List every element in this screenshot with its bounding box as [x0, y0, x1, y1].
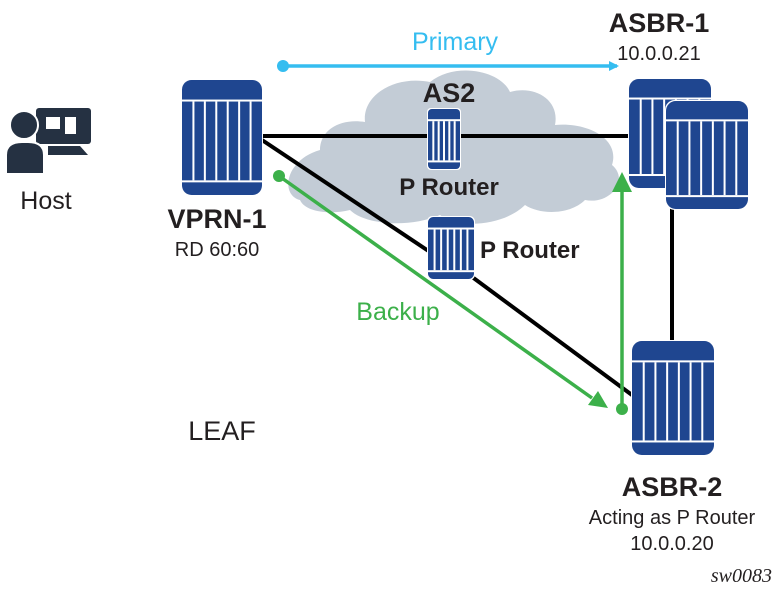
backup-path-label: Backup — [356, 298, 439, 326]
asbr2-ip: 10.0.0.20 — [630, 533, 713, 555]
router-bottom-band-line — [428, 160, 460, 163]
as2-label: AS2 — [423, 78, 476, 108]
asbr1-router-front-icon — [665, 100, 749, 210]
router-slot-divider — [432, 121, 435, 161]
primary-path: Primary — [277, 28, 619, 72]
p-router-lower-icon — [427, 216, 475, 280]
router-slot-divider — [663, 99, 666, 175]
router-slot-divider — [215, 101, 218, 181]
router-slot-divider — [700, 121, 703, 196]
router-slot-divider — [654, 362, 657, 441]
router-slot-divider — [639, 99, 642, 175]
asbr2-role: Acting as P Router — [589, 507, 756, 529]
backup-path: Backup — [273, 170, 632, 415]
router-slot-divider — [666, 362, 669, 441]
router-body — [428, 217, 474, 279]
router-slot-divider — [238, 101, 241, 181]
router-slot-divider — [446, 229, 449, 271]
asbr1-ip: 10.0.0.21 — [617, 43, 700, 65]
router-slot-divider — [453, 121, 456, 161]
router-top-band-line — [629, 97, 711, 100]
primary-path-label: Primary — [412, 28, 499, 56]
p-router-cloud-label: P Router — [399, 174, 499, 201]
router-bottom-band-line — [428, 270, 474, 273]
router-slot-divider — [711, 121, 714, 196]
router-top-band-line — [632, 360, 714, 363]
router-slot-divider — [443, 121, 445, 161]
asbr1-name: ASBR-1 — [609, 8, 710, 38]
router-body — [632, 341, 714, 455]
p-router-cloud-icon — [427, 108, 461, 170]
router-slot-divider — [453, 229, 456, 271]
router-slot-divider — [192, 101, 195, 181]
router-slot-divider — [437, 121, 440, 161]
host-icon — [5, 108, 91, 175]
router-slot-divider — [651, 99, 654, 175]
vprn1-name: VPRN-1 — [167, 204, 266, 234]
leaf-zone-label: LEAF — [188, 416, 256, 446]
link-vprn1-p-router-lower — [260, 138, 432, 254]
router-body — [182, 80, 262, 195]
router-slot-divider — [723, 121, 726, 196]
router-bottom-band-line — [182, 180, 262, 183]
router-bottom-band-line — [666, 195, 748, 198]
router-body — [666, 101, 748, 209]
router-top-band-line — [428, 119, 460, 122]
host-label: Host — [20, 187, 71, 215]
backup-path-diagonal — [277, 174, 594, 400]
asbr2-name: ASBR-2 — [622, 472, 723, 502]
router-slot-divider — [677, 362, 680, 441]
router-slot-divider — [433, 229, 436, 271]
backup-path-vertical-arrowhead — [612, 172, 632, 192]
vprn1-rd: RD 60:60 — [175, 239, 260, 261]
router-slot-divider — [689, 362, 692, 441]
router-slot-divider — [676, 121, 679, 196]
router-slot-divider — [466, 229, 469, 271]
link-p-router-lower-asbr2 — [458, 266, 634, 397]
router-bottom-band-line — [632, 440, 714, 443]
router-slot-divider — [203, 101, 206, 181]
backup-path-diagonal-arrowhead — [588, 391, 608, 408]
router-top-band-line — [182, 99, 262, 102]
router-slot-divider — [459, 229, 462, 271]
router-top-band-line — [666, 119, 748, 122]
router-slot-divider — [642, 362, 645, 441]
router-slot-divider — [735, 121, 738, 196]
router-slot-divider — [688, 121, 691, 196]
p-router-lower-label: P Router — [480, 237, 580, 264]
router-top-band-line — [428, 227, 474, 230]
router-slot-divider — [226, 101, 229, 181]
router-slot-divider — [440, 229, 443, 271]
router-slot-divider — [448, 121, 451, 161]
asbr2-router-icon — [631, 340, 715, 456]
vprn1-router-icon — [181, 79, 263, 196]
router-slot-divider — [249, 101, 252, 181]
figure-id: sw0083 — [711, 565, 772, 587]
router-slot-divider — [701, 362, 704, 441]
